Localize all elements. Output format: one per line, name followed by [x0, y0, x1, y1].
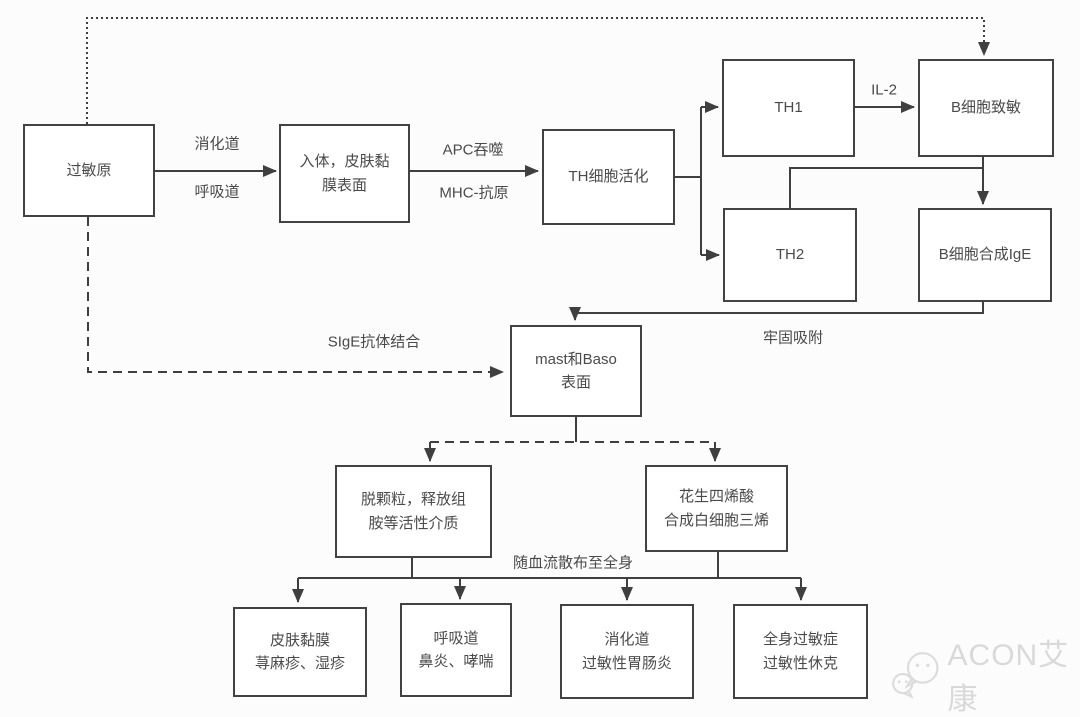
- node-allergen: 过敏原: [23, 124, 155, 217]
- node-respiratory: 呼吸道 鼻炎、哮喘: [400, 603, 512, 697]
- edge-label-digestive-route: 消化道: [194, 135, 240, 153]
- watermark: ACON艾康: [888, 630, 1080, 717]
- node-entry-surface: 入体，皮肤黏 膜表面: [279, 124, 410, 223]
- connector-allergen-mast-dashed: [87, 217, 504, 378]
- edge-label-respiratory-route: 呼吸道: [194, 183, 240, 201]
- edge-label-adhere: 牢固吸附: [762, 329, 824, 347]
- connector-thactivation-branch: [675, 107, 702, 255]
- connector-th2-join: [789, 167, 983, 208]
- connector-mediators-spine: [411, 552, 719, 578]
- edge-label-sige: SIgE抗体结合: [327, 333, 421, 351]
- node-b-ige: B细胞合成IgE: [918, 208, 1052, 302]
- edge-label-bloodstream: 随血流散布至全身: [512, 554, 634, 572]
- edge-label-il2: IL-2: [871, 81, 897, 99]
- node-th2: TH2: [723, 208, 857, 302]
- edge-label-apc: APC吞噬: [442, 141, 504, 159]
- watermark-brand: ACON艾康: [947, 639, 1070, 716]
- node-degranulation: 脱颗粒，释放组 胺等活性介质: [335, 465, 492, 558]
- node-th1: TH1: [722, 59, 855, 157]
- chat-faces-logo-icon: [892, 652, 939, 699]
- node-digestive: 消化道 过敏性胃肠炎: [560, 604, 694, 699]
- node-b-sensitized: B细胞致敏: [918, 59, 1054, 157]
- connector-bige-mast: [569, 302, 984, 321]
- node-skin: 皮肤黏膜 荨麻疹、湿疹: [233, 607, 367, 697]
- node-th-activation: TH细胞活化: [542, 129, 675, 225]
- node-mast-baso: mast和Baso 表面: [510, 325, 642, 417]
- node-arachidonic: 花生四烯酸 合成白细胞三烯: [645, 465, 788, 552]
- edge-label-mhc: MHC-抗原: [439, 184, 509, 202]
- node-systemic: 全身过敏症 过敏性休克: [733, 604, 868, 699]
- connector-allergen-bsensitized-dotted: [86, 17, 990, 124]
